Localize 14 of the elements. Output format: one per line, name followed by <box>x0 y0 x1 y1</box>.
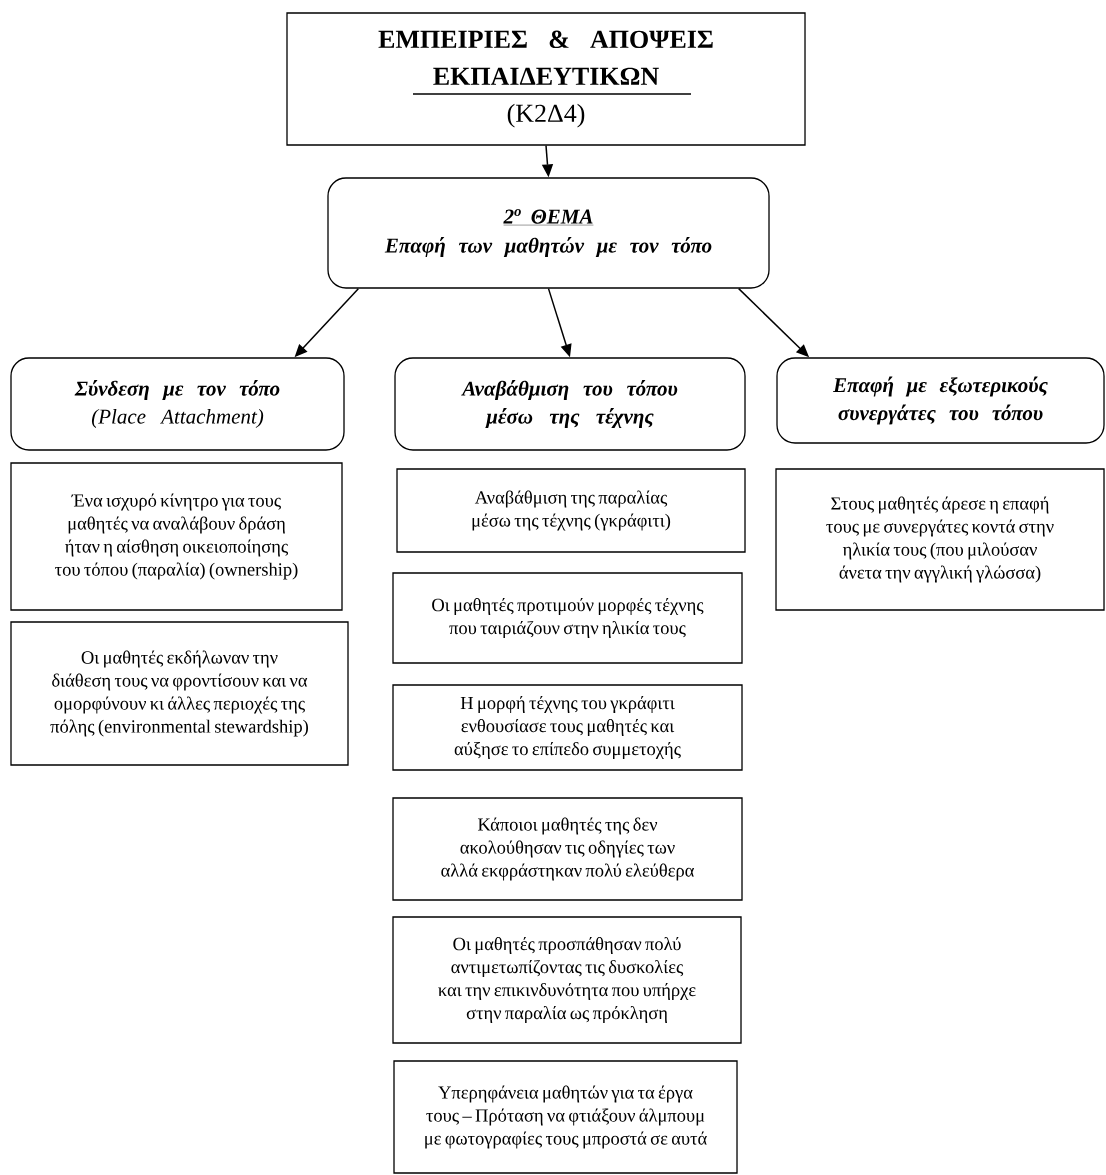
heading-box: Επαφή με εξωτερικούς συνεργάτες του τόπου <box>776 357 1105 444</box>
topic-box: 2$^{ο}$ ΘΕΜΑ Επαφή των μαθητών με τον τόπο <box>327 177 770 289</box>
text-box: Στους μαθητές άρεσε η επαφή τους με συνεργάτες κοντά στην ηλικία τους (που μιλούσαν άνετα την αγγλική γλώσσα) <box>775 468 1105 611</box>
heading-box: Σύνδεση με τον τόπο (Place Attachment) <box>10 357 345 451</box>
title-box: ΕΜΠΕΙΡΙΕΣ & ΑΠΟΨΕΙΣ ΕΚΠΑΙΔΕΥΤΙΚΩΝ (Κ2Δ4) <box>286 12 806 146</box>
text-box: Οι μαθητές εκδήλωναν την διάθεση τους να φροντίσουν και να ομορφύνουν κι άλλες περιοχές της πόλης (environmental stewardship) <box>10 621 349 766</box>
text-box: Αναβάθμιση της παραλίας μέσω της τέχνης (γκράφιτι) <box>396 468 746 553</box>
text-box: Κάποιοι μαθητές της δεν ακολούθησαν τις οδηγίες των αλλά εκφράστηκαν πολύ ελεύθερα <box>392 797 743 901</box>
text-box: Οι μαθητές προτιμούν μορφές τέχνης που ταιριάζουν στην ηλικία τους <box>392 572 743 664</box>
heading-box: Αναβάθμιση του τόπου μέσω της τέχνης <box>394 357 746 451</box>
text-box: Ένα ισχυρό κίνητρο για τους μαθητές να αναλάβουν δράση ήταν η αίσθηση οικειοποίησης του τόπου (παραλία) (ownership) <box>10 462 343 611</box>
text-box: Υπερηφάνεια μαθητών για τα έργα τους – Πρόταση να φτιάξουν άλμπουμ με φωτογραφίες τους μπροστά σε αυτά <box>393 1060 738 1174</box>
text-box: Η μορφή τέχνης του γκράφιτι ενθουσίασε τους μαθητές και αύξησε το επίπεδο συμμετοχής <box>392 684 743 771</box>
text-box: Οι μαθητές προσπάθησαν πολύ αντιμετωπίζοντας τις δυσκολίες και την επικινδυνότητα που υπήρχε στην παραλία ως πρόκληση <box>392 916 742 1044</box>
